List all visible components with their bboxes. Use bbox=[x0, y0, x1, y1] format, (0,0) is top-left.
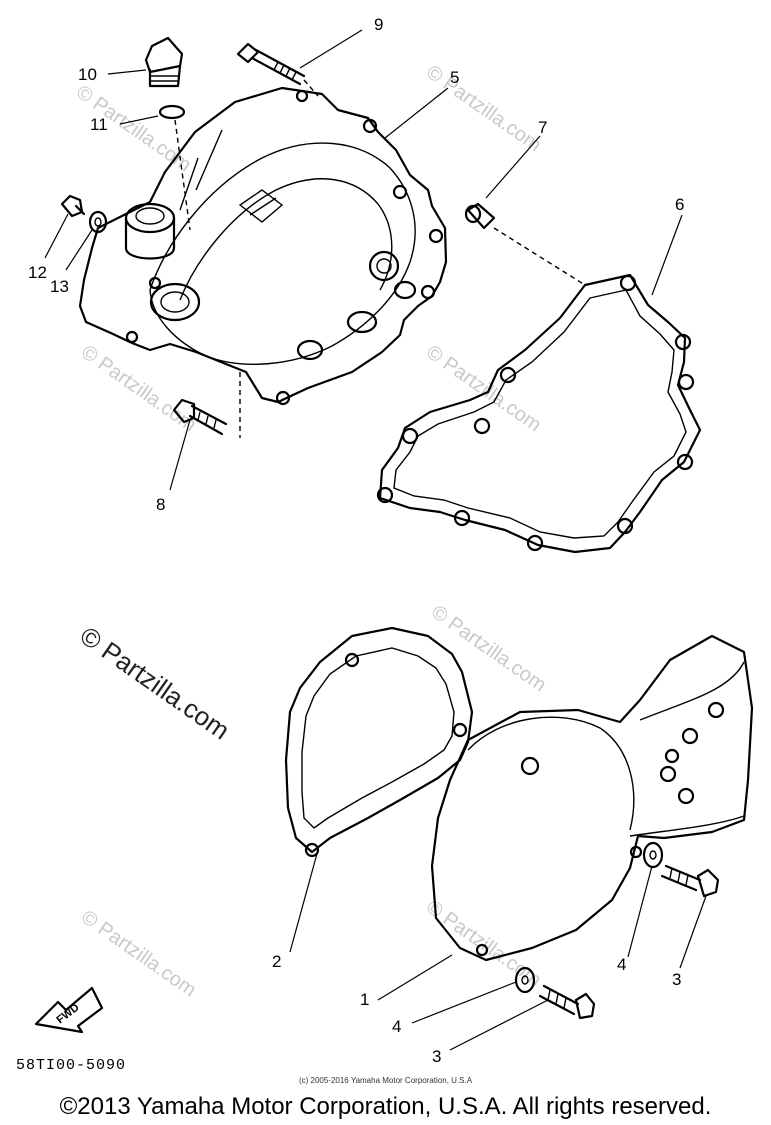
crankcase-cover-part-5 bbox=[78, 86, 448, 406]
dowel-pin-part-7 bbox=[464, 202, 496, 230]
leader-8 bbox=[169, 419, 191, 491]
callout-13: 13 bbox=[50, 277, 69, 296]
leader-4a bbox=[627, 865, 653, 958]
bolt-part-3-upper bbox=[660, 864, 720, 898]
callout-9: 9 bbox=[374, 15, 383, 34]
leader-5 bbox=[384, 87, 449, 139]
callout-11: 11 bbox=[90, 115, 108, 134]
callout-3-upper: 3 bbox=[672, 970, 681, 989]
callout-4-upper: 4 bbox=[617, 955, 626, 974]
watermark-prominent: © Partzilla.com bbox=[75, 620, 236, 745]
leader-3a bbox=[679, 895, 707, 969]
callout-12: 12 bbox=[28, 263, 47, 282]
callout-4-lower: 4 bbox=[392, 1017, 401, 1036]
fwd-badge-label: FWD bbox=[54, 1001, 81, 1026]
gasket-part-2 bbox=[284, 626, 474, 858]
washer-part-4-upper bbox=[642, 841, 664, 869]
leader-7 bbox=[485, 135, 541, 199]
washer-part-13 bbox=[88, 210, 108, 234]
o-ring-part-11 bbox=[158, 104, 186, 120]
bolt-part-9 bbox=[236, 42, 306, 86]
leader-lines bbox=[44, 29, 707, 1051]
bolt-part-12 bbox=[60, 194, 86, 218]
gasket-part-6 bbox=[376, 273, 702, 554]
small-copyright: (c) 2005-2016 Yamaha Motor Corporation, … bbox=[298, 1076, 473, 1085]
washer-part-4-lower bbox=[514, 966, 536, 994]
callout-2: 2 bbox=[272, 952, 281, 971]
watermark-top-right: © Partzilla.com bbox=[422, 61, 545, 156]
callout-3-lower: 3 bbox=[432, 1047, 441, 1066]
leader-2 bbox=[289, 849, 319, 953]
leader-3b bbox=[449, 999, 549, 1051]
callout-6: 6 bbox=[675, 195, 684, 214]
leader-12 bbox=[44, 213, 69, 259]
watermark-low-left: © Partzilla.com bbox=[77, 906, 200, 1001]
alignment-line-9 bbox=[303, 79, 319, 97]
leader-9 bbox=[299, 29, 363, 69]
bolt-part-3-lower bbox=[538, 984, 596, 1020]
drawing-code: 58TI00-5090 bbox=[16, 1057, 127, 1074]
watermark-layer: © Partzilla.com © Partzilla.com © Partzi… bbox=[72, 61, 550, 1001]
watermark-mid-left: © Partzilla.com bbox=[77, 341, 200, 436]
callout-10: 10 bbox=[78, 65, 97, 84]
leader-6 bbox=[651, 214, 683, 296]
breather-elbow-part-10 bbox=[144, 36, 184, 88]
footer-copyright: ©2013 Yamaha Motor Corporation, U.S.A. A… bbox=[59, 1093, 712, 1120]
bolt-part-8 bbox=[172, 398, 228, 436]
leader-13 bbox=[65, 229, 93, 271]
alignment-line-11 bbox=[174, 119, 191, 231]
crankcase-cover-part-1 bbox=[430, 634, 754, 962]
leader-10 bbox=[107, 69, 147, 75]
alignment-line-7 bbox=[493, 227, 586, 286]
leader-11 bbox=[119, 115, 159, 125]
callout-7: 7 bbox=[538, 118, 547, 137]
watermark-mid-right: © Partzilla.com bbox=[422, 341, 545, 436]
leader-4b bbox=[411, 981, 517, 1024]
callout-5: 5 bbox=[450, 68, 459, 87]
fwd-arrow-icon: FWD bbox=[34, 986, 104, 1034]
callout-labels: 1 2 3 3 4 4 5 6 7 8 9 10 11 12 13 bbox=[28, 15, 684, 1066]
callout-8: 8 bbox=[156, 495, 165, 514]
leader-1 bbox=[377, 954, 453, 1001]
callout-1: 1 bbox=[360, 990, 369, 1009]
